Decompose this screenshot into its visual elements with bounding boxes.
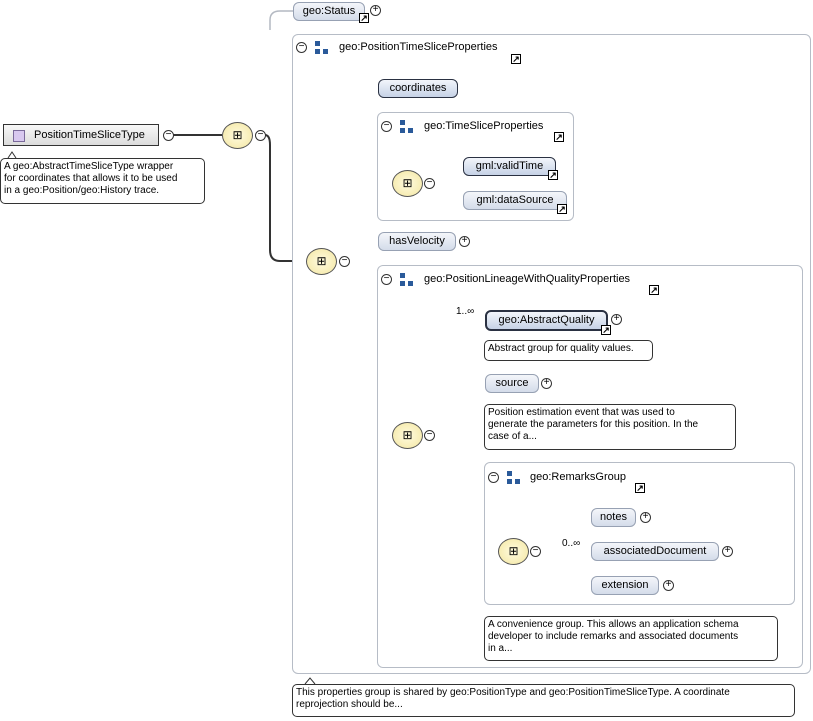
expand-plus-icon[interactable]: + bbox=[722, 546, 733, 557]
sequence-compositor-icon[interactable]: ⊞ bbox=[392, 170, 423, 197]
group-title: geo:PositionTimeSliceProperties bbox=[339, 41, 498, 53]
group-title: geo:RemarksGroup bbox=[530, 471, 626, 483]
sequence-compositor-icon[interactable]: ⊞ bbox=[222, 122, 253, 149]
group-title: geo:TimeSliceProperties bbox=[424, 120, 544, 132]
collapse-minus-icon[interactable]: − bbox=[488, 472, 499, 483]
associated-document-element[interactable]: associatedDocument bbox=[591, 542, 719, 561]
group-icon bbox=[400, 273, 413, 286]
group-icon bbox=[315, 41, 328, 54]
collapse-minus-icon[interactable]: − bbox=[296, 42, 307, 53]
expand-plus-icon[interactable]: + bbox=[640, 512, 651, 523]
status-element[interactable]: geo:Status bbox=[293, 2, 365, 21]
has-velocity-element[interactable]: hasVelocity bbox=[378, 232, 456, 251]
collapse-minus-icon[interactable]: − bbox=[424, 430, 435, 441]
source-documentation: Position estimation event that was used … bbox=[484, 404, 736, 450]
type-box[interactable]: PositionTimeSliceType bbox=[3, 124, 159, 146]
collapse-minus-icon[interactable]: − bbox=[381, 121, 392, 132]
collapse-minus-icon[interactable]: − bbox=[163, 130, 174, 141]
complex-type-icon bbox=[13, 130, 25, 142]
reference-arrow-icon: ↗ bbox=[554, 132, 564, 142]
expand-plus-icon[interactable]: + bbox=[663, 580, 674, 591]
valid-time-element[interactable]: gml:validTime bbox=[463, 157, 556, 176]
position-time-slice-documentation: This properties group is shared by geo:P… bbox=[292, 684, 795, 717]
collapse-minus-icon[interactable]: − bbox=[381, 274, 392, 285]
reference-arrow-icon: ↗ bbox=[557, 204, 567, 214]
lineage-group-documentation: A convenience group. This allows an appl… bbox=[484, 616, 778, 661]
notes-element[interactable]: notes bbox=[591, 508, 636, 527]
expand-plus-icon[interactable]: + bbox=[541, 378, 552, 389]
sequence-compositor-icon[interactable]: ⊞ bbox=[498, 538, 529, 565]
type-name: PositionTimeSliceType bbox=[34, 129, 145, 141]
source-element[interactable]: source bbox=[485, 374, 539, 393]
extension-element[interactable]: extension bbox=[591, 576, 659, 595]
group-title: geo:PositionLineageWithQualityProperties bbox=[424, 273, 631, 285]
collapse-minus-icon[interactable]: − bbox=[530, 546, 541, 557]
sequence-compositor-icon[interactable]: ⊞ bbox=[392, 422, 423, 449]
group-icon bbox=[400, 120, 413, 133]
cardinality-label: 1..∞ bbox=[456, 306, 475, 317]
collapse-minus-icon[interactable]: − bbox=[339, 256, 350, 267]
data-source-element[interactable]: gml:dataSource bbox=[463, 191, 567, 210]
cardinality-label: 0..∞ bbox=[562, 538, 581, 549]
group-icon bbox=[507, 471, 520, 484]
reference-arrow-icon: ↗ bbox=[359, 13, 369, 23]
expand-plus-icon[interactable]: + bbox=[611, 314, 622, 325]
collapse-minus-icon[interactable]: − bbox=[424, 178, 435, 189]
abstract-quality-documentation: Abstract group for quality values. bbox=[484, 340, 653, 361]
reference-arrow-icon: ↗ bbox=[511, 54, 521, 64]
reference-arrow-icon: ↗ bbox=[635, 483, 645, 493]
expand-plus-icon[interactable]: + bbox=[459, 236, 470, 247]
abstract-quality-element[interactable]: geo:AbstractQuality bbox=[485, 310, 608, 331]
expand-plus-icon[interactable]: + bbox=[370, 5, 381, 16]
sequence-compositor-icon[interactable]: ⊞ bbox=[306, 248, 337, 275]
collapse-minus-icon[interactable]: − bbox=[255, 130, 266, 141]
reference-arrow-icon: ↗ bbox=[649, 285, 659, 295]
reference-arrow-icon: ↗ bbox=[548, 170, 558, 180]
coordinates-element[interactable]: coordinates bbox=[378, 79, 458, 98]
reference-arrow-icon: ↗ bbox=[601, 325, 611, 335]
